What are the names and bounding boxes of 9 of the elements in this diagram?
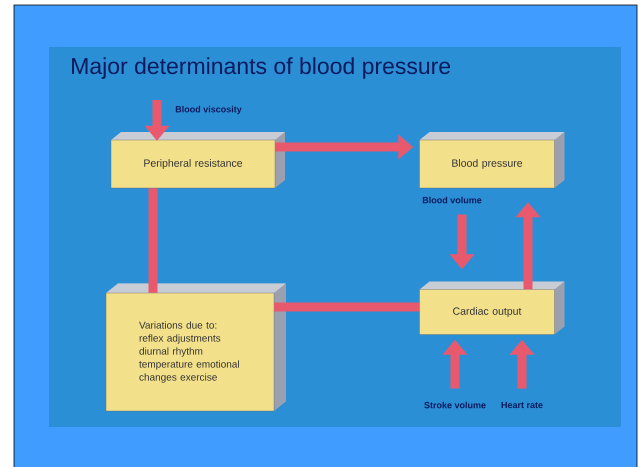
factor-label: Blood viscosity: [176, 106, 242, 114]
process-box: Blood pressure: [419, 132, 564, 188]
title: Major determinants of blood pressure: [72, 57, 450, 79]
factor-label: Heart rate: [502, 402, 543, 408]
factor-label: Stroke volume: [424, 402, 486, 408]
process-box: Cardiac output: [419, 282, 564, 335]
factor-label: Blood volume: [422, 196, 482, 204]
process-box: Peripheral resistance: [110, 132, 285, 188]
process-box: Variations due to: reflex adjustments diurnal rhythm temperature emotional changes exercise: [106, 283, 286, 412]
